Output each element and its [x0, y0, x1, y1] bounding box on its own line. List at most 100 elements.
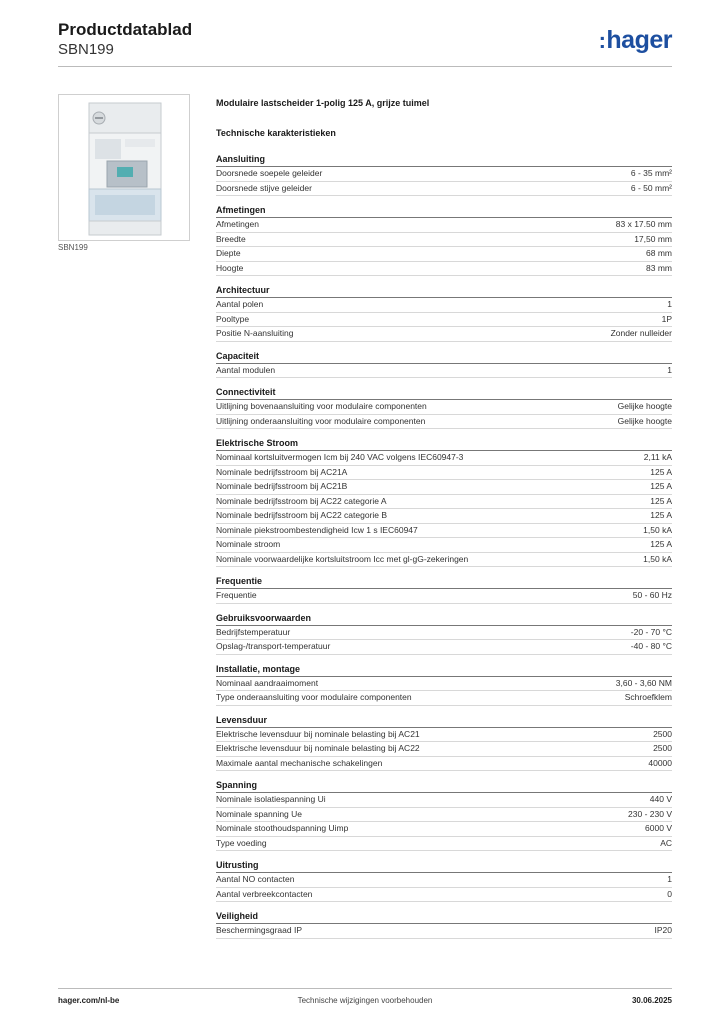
spec-value: 125 A: [650, 495, 672, 506]
spec-label: Type onderaansluiting voor modulaire com…: [216, 692, 412, 703]
spec-row: Nominale bedrijfsstroom bij AC21A 125 A: [216, 466, 672, 480]
spec-label: Hoogte: [216, 262, 244, 273]
technical-heading: Technische karakteristieken: [216, 128, 336, 138]
spec-value: 50 - 60 Hz: [632, 590, 672, 601]
section-title: Gebruiksvoorwaarden: [216, 612, 672, 626]
spec-row: Hoogte 83 mm: [216, 262, 672, 276]
spec-value: 83 x 17.50 mm: [615, 219, 672, 230]
logo-colon-mark: :: [598, 28, 606, 53]
spec-label: Aantal NO contacten: [216, 874, 295, 885]
spec-row: Afmetingen 83 x 17.50 mm: [216, 218, 672, 233]
footer-divider: [58, 988, 672, 989]
section-title: Capaciteit: [216, 350, 672, 364]
spec-row: Nominale spanning Ue 230 - 230 V: [216, 808, 672, 822]
spec-label: Nominale spanning Ue: [216, 808, 302, 819]
footer-date: 30.06.2025: [631, 996, 672, 1005]
spec-label: Bedrijfstemperatuur: [216, 626, 291, 637]
spec-value: -40 - 80 °C: [630, 641, 672, 652]
spec-label: Beschermingsgraad IP: [216, 925, 302, 936]
section-title: Architectuur: [216, 284, 672, 298]
spec-label: Aantal verbreekcontacten: [216, 888, 313, 899]
spec-row: Nominale voorwaardelijke kortsluitstroom…: [216, 553, 672, 567]
spec-value: 230 - 230 V: [628, 808, 672, 819]
spec-value: -20 - 70 °C: [630, 626, 672, 637]
spec-label: Uitlijning bovenaansluiting voor modulai…: [216, 401, 427, 412]
spec-value: 1: [667, 874, 672, 885]
spec-label: Nominaal aandraaimoment: [216, 677, 319, 688]
spec-value: 125 A: [650, 510, 672, 521]
spec-label: Pooltype: [216, 313, 250, 324]
section-title: Connectiviteit: [216, 386, 672, 400]
spec-row: Elektrische levensduur bij nominale bela…: [216, 742, 672, 757]
spec-content: Modulaire lastscheider 1-polig 125 A, gr…: [216, 97, 672, 947]
section-title: Afmetingen: [216, 204, 672, 218]
spec-row: Elektrische levensduur bij nominale bela…: [216, 728, 672, 742]
spec-row: Aantal NO contacten 1: [216, 873, 672, 888]
spec-value: 40000: [648, 757, 672, 768]
spec-row: Bedrijfstemperatuur -20 - 70 °C: [216, 626, 672, 640]
spec-label: Breedte: [216, 233, 246, 244]
spec-row: Diepte 68 mm: [216, 247, 672, 262]
spec-label: Diepte: [216, 248, 241, 259]
spec-label: Nominale stroom: [216, 539, 281, 550]
section-title: Uitrusting: [216, 859, 672, 873]
spec-row: Pooltype 1P: [216, 313, 672, 327]
spec-value: 68 mm: [646, 248, 672, 259]
logo-text: hager: [606, 26, 672, 54]
spec-label: Nominale isolatiespanning Ui: [216, 794, 326, 805]
spec-value: 3,60 - 3,60 NM: [615, 677, 672, 688]
spec-row: Nominale stoothoudspanning Uimp 6000 V: [216, 822, 672, 837]
spec-value: 1: [667, 299, 672, 310]
spec-label: Nominaal kortsluitvermogen Icm bij 240 V…: [216, 452, 464, 463]
spec-label: Frequentie: [216, 590, 257, 601]
spec-row: Positie N-aansluiting Zonder nulleider: [216, 327, 672, 342]
spec-label: Opslag-/transport-temperatuur: [216, 641, 331, 652]
spec-value: 2,11 kA: [643, 452, 672, 463]
spec-row: Nominale bedrijfsstroom bij AC22 categor…: [216, 495, 672, 509]
spec-value: Zonder nulleider: [610, 328, 672, 339]
section-title: Levensduur: [216, 714, 672, 728]
spec-value: AC: [660, 837, 672, 848]
spec-row: Nominaal kortsluitvermogen Icm bij 240 V…: [216, 451, 672, 466]
spec-value: Gelijke hoogte: [617, 415, 672, 426]
section-title: Installatie, montage: [216, 663, 672, 677]
spec-value: 1: [667, 364, 672, 375]
spec-value: 83 mm: [646, 262, 672, 273]
hager-logo: :hager: [598, 26, 673, 55]
spec-label: Afmetingen: [216, 219, 259, 230]
footer-website-link[interactable]: hager.com/nl-be: [58, 996, 120, 1005]
section-title: Frequentie: [216, 575, 672, 589]
product-code: SBN199: [58, 41, 114, 58]
spec-value: 125 A: [650, 481, 672, 492]
spec-label: Positie N-aansluiting: [216, 328, 294, 339]
spec-label: Nominale stoothoudspanning Uimp: [216, 823, 349, 834]
spec-label: Doorsnede soepele geleider: [216, 168, 323, 179]
spec-label: Maximale aantal mechanische schakelingen: [216, 757, 383, 768]
spec-value: 125 A: [650, 466, 672, 477]
spec-row: Nominale stroom 125 A: [216, 538, 672, 553]
spec-label: Nominale bedrijfsstroom bij AC21A: [216, 466, 348, 477]
spec-label: Nominale bedrijfsstroom bij AC22 categor…: [216, 510, 388, 521]
spec-row: Uitlijning onderaansluiting voor modulai…: [216, 415, 672, 429]
spec-value: 2500: [653, 728, 672, 739]
spec-value: 1P: [661, 313, 672, 324]
spec-value: 125 A: [650, 539, 672, 550]
spec-row: Opslag-/transport-temperatuur -40 - 80 °C: [216, 640, 672, 655]
spec-label: Doorsnede stijve geleider: [216, 182, 312, 193]
spec-row: Nominaal aandraaimoment 3,60 - 3,60 NM: [216, 677, 672, 691]
spec-value: 6000 V: [645, 823, 672, 834]
circuit-breaker-illustration: [59, 95, 189, 240]
